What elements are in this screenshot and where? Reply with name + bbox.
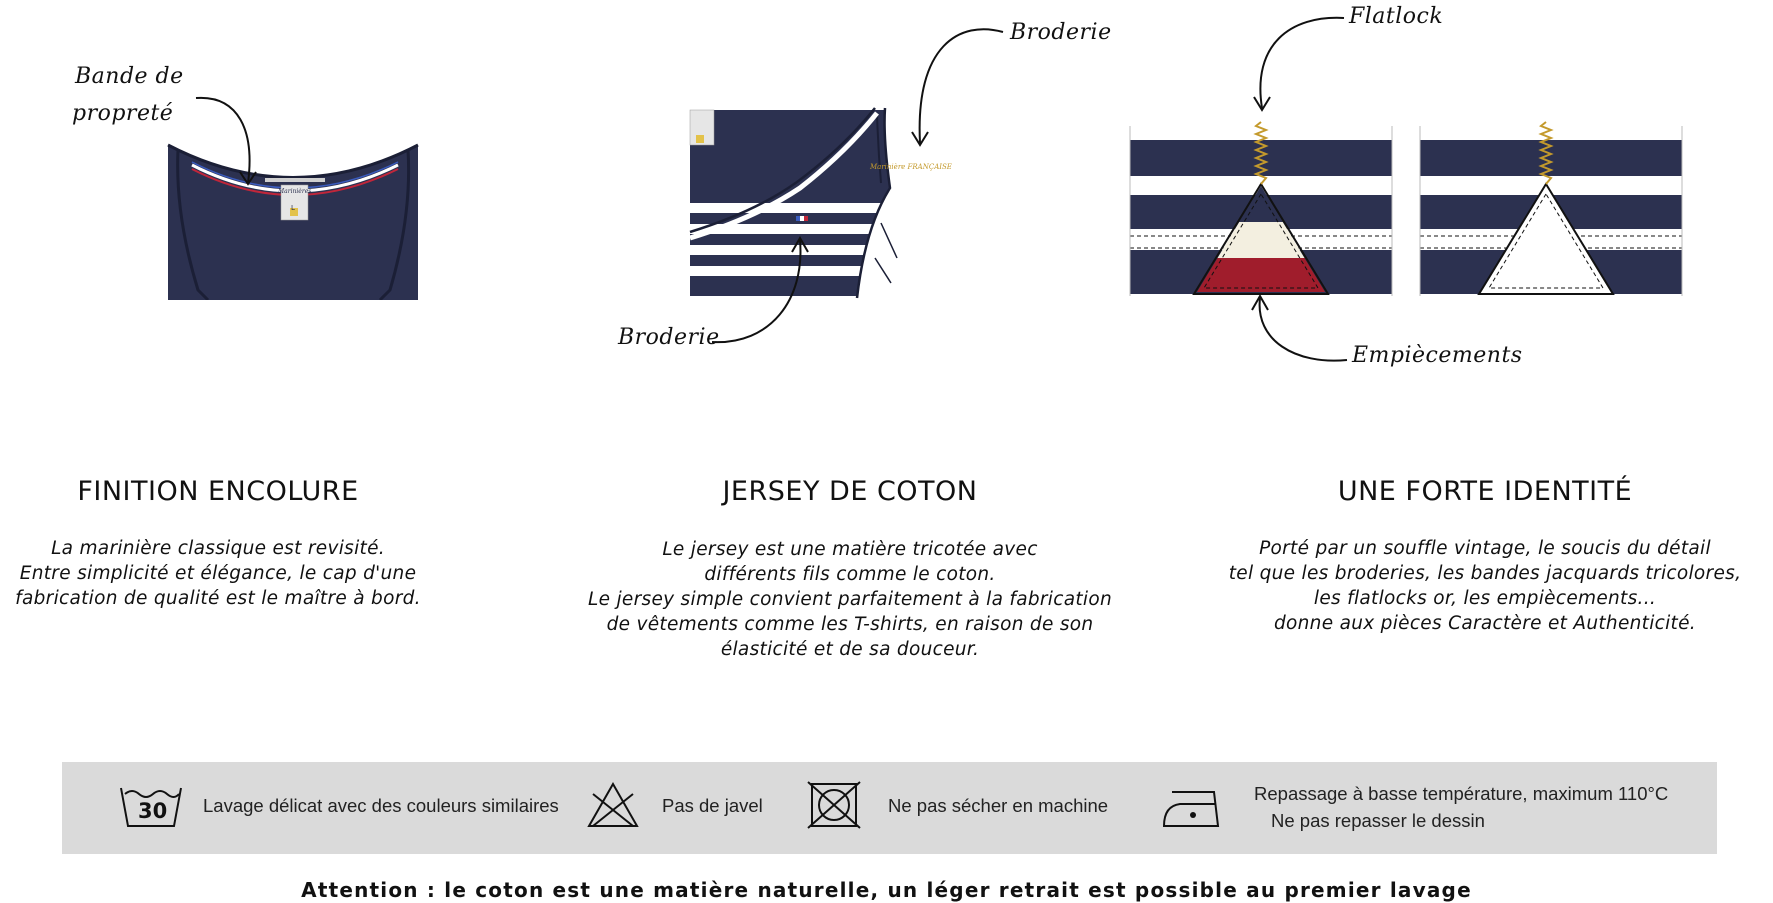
text-line: différents fils comme le coton. [704,564,996,585]
neck-tag-size: L [291,204,295,212]
text-line: Le jersey est une matière tricotée avec [662,539,1038,560]
callout-broderie-top: Broderie [1010,20,1112,45]
text-line: Entre simplicité et élégance, le cap d'u… [19,563,417,584]
jersey-illustration [689,107,915,299]
callout-flatlock: Flatlock [1349,4,1444,29]
jersey-embroidery-text: Marinière FRANÇAISE [870,163,952,171]
text-line: Le jersey simple convient parfaitement à… [588,589,1112,610]
text-line: La marinière classique est revisité. [51,538,385,559]
section-title-identite: UNE FORTE IDENTITÉ [1337,476,1633,507]
bleach-label: Pas de javel [662,795,763,816]
callout-bande-de: Bande de [75,64,184,89]
text-line: tel que les broderies, les bandes jacqua… [1228,563,1742,584]
callout-empiecements: Empiècements [1352,343,1523,368]
section-text-finition: La marinière classique est revisité. Ent… [0,536,438,611]
text-line: Porté par un souffle vintage, le soucis … [1259,538,1711,559]
text-line: fabrication de qualité est le maître à b… [15,588,421,609]
flatlock-illustration-right [1419,121,1683,296]
section-text-identite: Porté par un souffle vintage, le soucis … [1205,536,1765,636]
callout-broderie-bottom: Broderie [618,325,720,350]
callout-arrows-flatlock [1251,16,1348,362]
wash-label: Lavage délicat avec des couleurs similai… [203,795,559,816]
section-text-jersey: Le jersey est une matière tricotée avec … [570,537,1130,662]
wash-temperature: 30 [138,799,168,823]
callout-arrow-neck [195,96,257,186]
wash-30-icon [120,787,182,827]
callout-proprete: propreté [72,101,174,126]
care-instructions-bar [62,762,1717,854]
no-bleach-icon [587,781,639,827]
iron-label-1: Repassage à basse température, maximum 1… [1254,783,1669,804]
iron-label-2: Ne pas repasser le dessin [1271,810,1485,831]
neck-tag-brand: Marinières [278,188,312,195]
text-line: donne aux pièces Caractère et Authentici… [1274,613,1696,634]
no-tumble-dry-icon [807,781,861,829]
text-line: élasticité et de sa douceur. [720,639,980,660]
text-line: de vêtements comme les T-shirts, en rais… [606,614,1094,635]
section-title-finition: FINITION ENCOLURE [77,476,359,507]
flatlock-illustration-left [1129,121,1393,296]
iron-low-icon [1162,791,1220,827]
neckline-illustration [167,135,419,305]
callout-arrows-jersey [711,28,1004,344]
text-line: les flatlocks or, les empiècements... [1313,588,1657,609]
dry-label: Ne pas sécher en machine [888,795,1109,816]
shrinkage-warning: Attention : le coton est une matière nat… [301,878,1472,902]
section-title-jersey: JERSEY DE COTON [722,476,978,507]
